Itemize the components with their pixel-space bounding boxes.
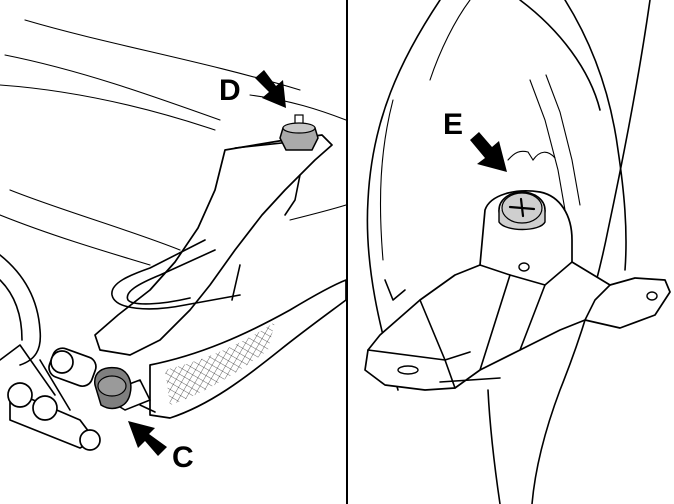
right-panel: E	[364, 0, 671, 504]
arrow-e-icon	[470, 132, 507, 172]
left-panel: D C	[0, 19, 347, 474]
arrow-c-icon	[128, 421, 167, 456]
fastener-d-icon	[279, 114, 319, 151]
bracket-e	[364, 190, 671, 391]
callout-c: C	[172, 441, 194, 474]
fastener-c-icon	[94, 366, 132, 410]
fastener-e-icon	[498, 191, 546, 231]
callout-d: D	[219, 74, 241, 107]
callout-e: E	[443, 108, 463, 141]
arrow-d-icon	[255, 70, 286, 108]
